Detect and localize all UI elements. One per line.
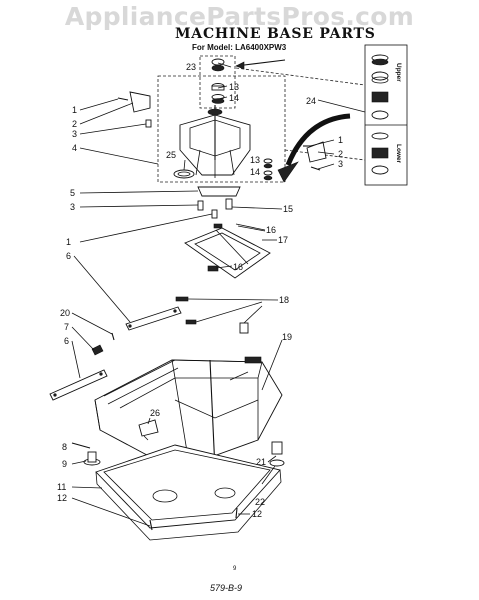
- part-8-9-leveling-leg: [71, 442, 101, 466]
- callout-25: 25: [166, 150, 176, 160]
- callout-6-upper: 6: [66, 251, 71, 261]
- callout-14-top: 14: [229, 93, 239, 103]
- callout-13-right: 13: [250, 155, 260, 165]
- callout-21: 21: [256, 457, 266, 467]
- callout-3-right: 3: [338, 159, 343, 169]
- callout-11: 11: [57, 482, 66, 492]
- callout-4: 4: [72, 143, 77, 153]
- callout-26: 26: [150, 408, 160, 418]
- lower-bearing-set: [371, 132, 389, 175]
- right-bracket-parts: [303, 141, 327, 171]
- callout-3-left: 3: [72, 129, 77, 139]
- footer-code: 579-B-9: [210, 583, 243, 593]
- callout-1-right: 1: [338, 135, 343, 145]
- upper-bearing-set: [371, 54, 389, 120]
- bearing-kit-box: [364, 44, 408, 186]
- callout-18: 18: [279, 295, 289, 305]
- callout-12-left: 12: [57, 493, 67, 503]
- callout-3-mid: 3: [70, 202, 75, 212]
- part-14-seal: [211, 94, 225, 104]
- arrow-23-head: [235, 61, 245, 70]
- part-13-14-stack: [263, 158, 273, 181]
- curved-arrow-head: [277, 161, 299, 183]
- part-6-upper-bar: [125, 306, 182, 331]
- part-21-22-leg: [269, 441, 285, 467]
- part-25-ring: [173, 169, 195, 179]
- part-11-base-pan: [95, 444, 282, 541]
- part-4-base-casting: [179, 105, 251, 178]
- callout-1-mid: 1: [66, 237, 71, 247]
- page-mark: 9: [233, 566, 237, 572]
- part-12-screws: [149, 507, 238, 531]
- part-6-lower-bar: [49, 369, 108, 401]
- part-20-pin: [111, 332, 115, 341]
- dashed-box-housing: [157, 75, 286, 183]
- watermark: AppliancePartsPros.com: [64, 2, 415, 31]
- callout-6-lower: 6: [64, 336, 69, 346]
- callout-16-upper: 16: [266, 225, 276, 235]
- callout-23: 23: [186, 62, 196, 72]
- callout-16-lower: 16: [233, 262, 243, 272]
- callout-2-right: 2: [338, 149, 343, 159]
- callout-12-right: 12: [252, 509, 262, 519]
- left-bracket-parts: [117, 91, 152, 128]
- part-7-clip: [91, 344, 104, 356]
- upper-label: Upper: [395, 63, 402, 82]
- part-17-tray: [184, 223, 271, 279]
- leader-upper: [235, 67, 366, 86]
- leader-lines: [71, 62, 366, 527]
- callout-8: 8: [62, 442, 67, 452]
- part-19-frame: [94, 356, 283, 471]
- part-5-bar: [197, 186, 241, 197]
- curved-arrow: [285, 113, 351, 166]
- callout-7: 7: [64, 322, 69, 332]
- callout-9: 9: [62, 459, 67, 469]
- callout-5: 5: [70, 188, 75, 198]
- callout-22: 22: [255, 497, 265, 507]
- callout-20: 20: [60, 308, 70, 318]
- callout-13-top: 13: [229, 82, 239, 92]
- diagram-title: MACHINE BASE PARTS: [175, 26, 376, 42]
- dashed-box-23-13-14: [199, 55, 236, 109]
- callout-19: 19: [282, 332, 292, 342]
- part-18-clips: [175, 296, 249, 334]
- callout-14-right: 14: [250, 167, 260, 177]
- callout-15: 15: [283, 204, 293, 214]
- model-subtitle: For Model: LA6400XPW3: [192, 43, 287, 52]
- callout-24: 24: [306, 96, 316, 106]
- lower-label: Lower: [395, 144, 402, 164]
- part-26-bracket: [138, 419, 159, 441]
- part-23-nut: [211, 58, 225, 72]
- callout-2-left: 2: [72, 119, 77, 129]
- part-3-15-clips: [197, 198, 233, 219]
- callout-1-left: 1: [72, 105, 77, 115]
- callout-17: 17: [278, 235, 288, 245]
